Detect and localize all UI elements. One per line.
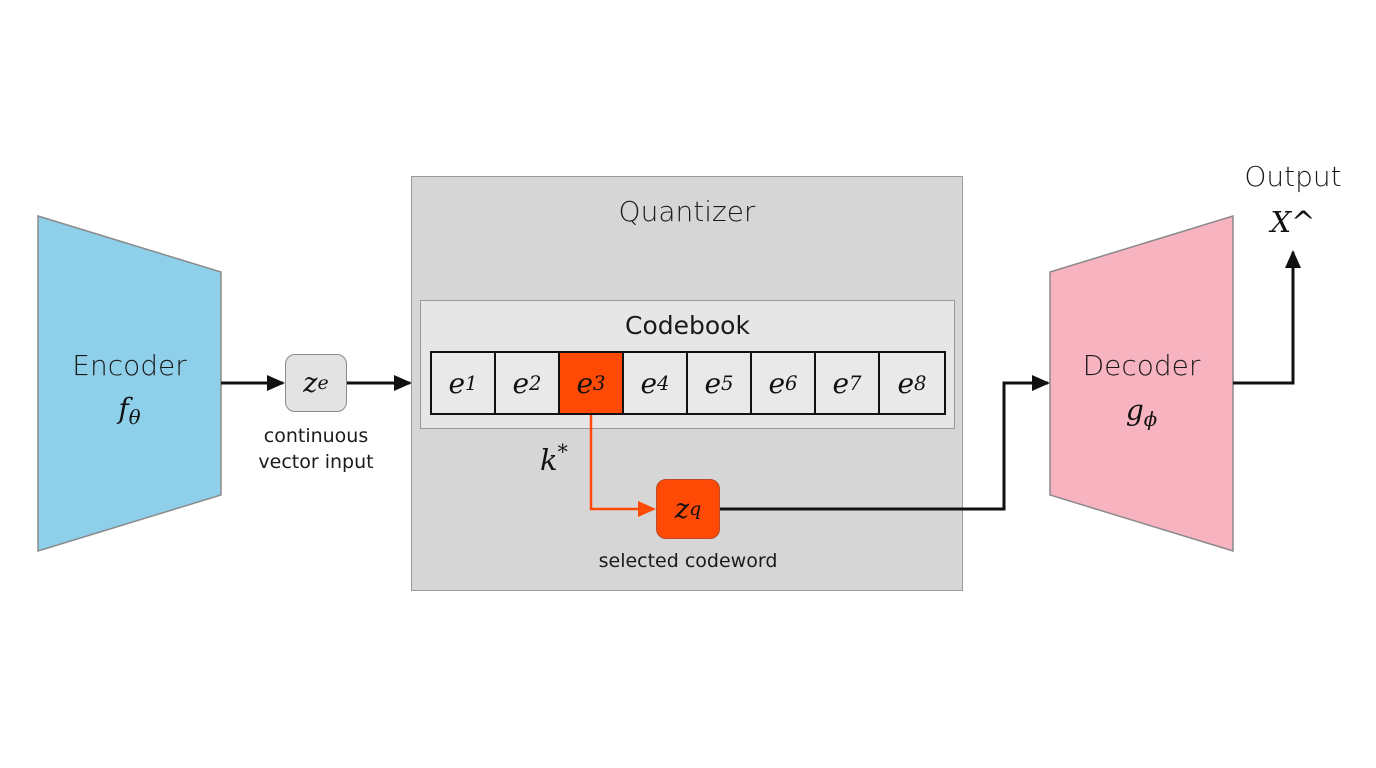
encoder-block xyxy=(37,214,222,553)
decoder-title: Decoder xyxy=(1082,349,1201,382)
latent-caption-line2: vector input xyxy=(258,451,374,473)
quantizer-title: Quantizer xyxy=(618,195,756,228)
encoder-title: Encoder xyxy=(72,349,187,382)
output-title: Output xyxy=(1244,160,1342,193)
codebook-title: Codebook xyxy=(625,311,750,340)
output-symbol: X^ xyxy=(1270,205,1316,239)
decoder-symbol: gϕ xyxy=(1125,394,1158,431)
decoder-block xyxy=(1049,214,1234,553)
selected-caption: selected codeword xyxy=(598,550,778,572)
index-label-kstar: k* xyxy=(540,440,568,478)
latent-caption-line1: continuous xyxy=(263,425,369,447)
encoder-symbol: fθ xyxy=(118,392,141,429)
